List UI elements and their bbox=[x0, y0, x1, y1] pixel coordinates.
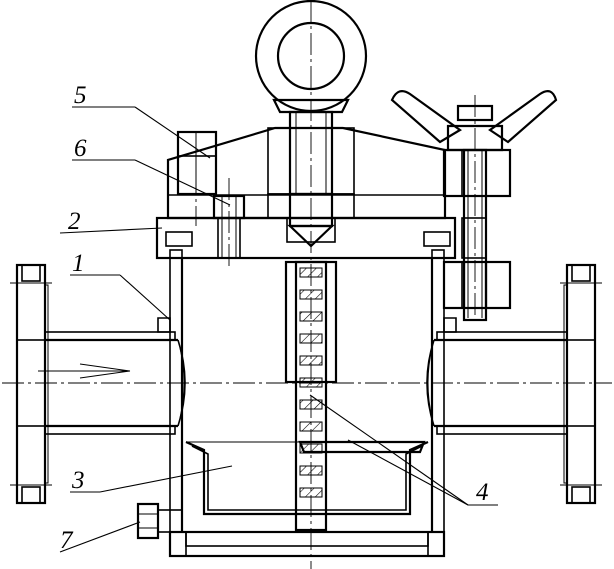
callout-5: 5 bbox=[74, 82, 87, 109]
filter-slot bbox=[299, 399, 323, 410]
right-flange bbox=[560, 263, 602, 505]
flow-arrow-icon bbox=[38, 363, 131, 379]
bracket bbox=[166, 126, 447, 220]
filter-slot bbox=[299, 333, 323, 344]
left-flange bbox=[10, 263, 52, 505]
callout-labels: 5 6 2 1 3 7 4 bbox=[60, 82, 489, 554]
filter-slot bbox=[299, 465, 323, 476]
filter-slot bbox=[299, 377, 323, 388]
callout-2: 2 bbox=[68, 208, 81, 235]
basket bbox=[185, 440, 429, 516]
filter-element bbox=[284, 260, 426, 532]
callout-3: 3 bbox=[71, 467, 85, 494]
filter-slot bbox=[299, 355, 323, 366]
callout-7: 7 bbox=[60, 527, 74, 554]
leader-lines bbox=[59, 106, 498, 553]
body-housing bbox=[157, 249, 457, 558]
callout-4: 4 bbox=[476, 479, 489, 506]
cover-plate bbox=[155, 216, 487, 260]
wing-screw-clamp bbox=[390, 90, 558, 322]
filter-slot bbox=[299, 311, 323, 322]
filter-slot bbox=[299, 267, 323, 278]
callout-6: 6 bbox=[74, 135, 87, 162]
eye-bolt bbox=[254, 0, 368, 248]
filter-slots bbox=[299, 267, 323, 498]
filter-slot bbox=[299, 421, 323, 432]
screw bbox=[212, 194, 246, 220]
callout-1: 1 bbox=[72, 250, 85, 277]
filter-slot bbox=[299, 289, 323, 300]
filter-slot bbox=[299, 487, 323, 498]
drain-plug bbox=[136, 502, 183, 540]
